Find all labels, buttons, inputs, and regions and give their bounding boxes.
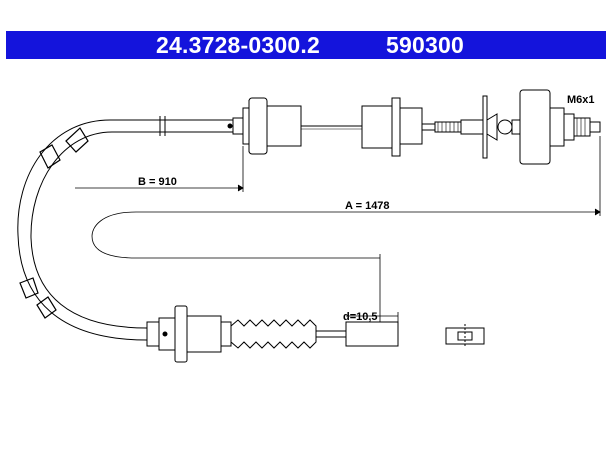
threaded-rod [434, 95, 513, 159]
part-number: 24.3728-0300.2 [156, 32, 320, 58]
cable-eye [345, 321, 399, 347]
corrugated-boot [230, 319, 317, 349]
dimension-b [75, 146, 244, 192]
middle-fitting [361, 97, 435, 157]
dimension-a [91, 136, 601, 322]
cable-sheath-inner [30, 131, 233, 329]
header-bar: 24.3728-0300.2 590300 [6, 31, 606, 59]
end-cap-fitting [511, 89, 601, 165]
top-fitting-left [227, 97, 302, 155]
dimension-b-label: B = 910 [138, 176, 177, 188]
sleeve-1 [65, 127, 89, 153]
thread-label: M6x1 [567, 94, 595, 106]
bottom-fitting [146, 305, 232, 363]
diameter-label: d=10,5 [343, 311, 378, 323]
dimension-a-label: A = 1478 [345, 200, 390, 212]
reference-number: 590300 [386, 32, 464, 58]
dimension-d [346, 312, 399, 322]
sleeve-4 [36, 296, 57, 319]
sleeve-3 [19, 277, 39, 299]
eye-detail [445, 324, 485, 348]
sleeve-2 [39, 144, 61, 169]
cable-sheath-outer [17, 119, 233, 341]
break-mark [159, 116, 166, 136]
